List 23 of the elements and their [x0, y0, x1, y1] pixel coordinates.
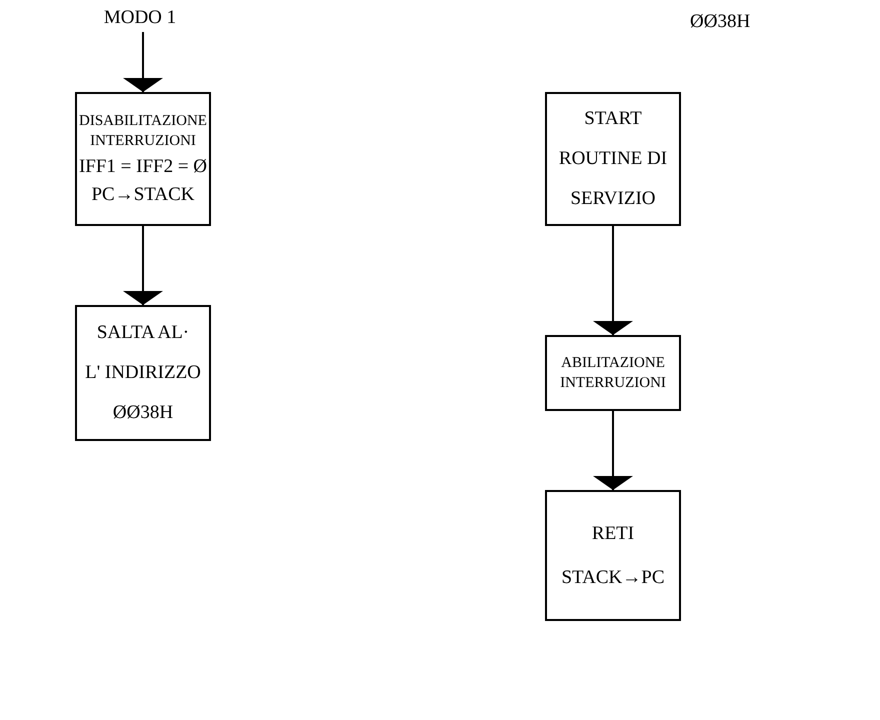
address-label: ØØ38H	[690, 10, 750, 34]
box-text: L' INDIRIZZO	[85, 361, 201, 385]
arrow	[123, 226, 163, 305]
box-text: MODO 1	[104, 6, 176, 30]
box-text: RETI	[592, 522, 634, 546]
arrow	[593, 411, 633, 490]
arrow	[123, 32, 163, 92]
process-box	[545, 92, 681, 226]
process-box	[75, 305, 211, 441]
process-box	[545, 490, 681, 621]
box-text: START	[584, 107, 642, 131]
box-text: SALTA AL·	[96, 321, 190, 345]
arrow	[593, 226, 633, 335]
box-text: IFF1 = IFF2 = Ø	[78, 155, 208, 179]
process-box	[75, 92, 211, 226]
box-text: STACK→PC	[561, 566, 664, 590]
box-text: ROUTINE DI	[558, 147, 668, 171]
box-text: ABILITAZIONE INTERRUZIONI	[559, 354, 667, 393]
box-text: ØØ38H	[112, 401, 174, 425]
box-text: SERVIZIO	[570, 187, 656, 211]
box-text: PC→STACK	[91, 183, 194, 207]
box-text: DISABILITAZIONE INTERRUZIONI	[78, 112, 208, 151]
process-box	[545, 335, 681, 411]
